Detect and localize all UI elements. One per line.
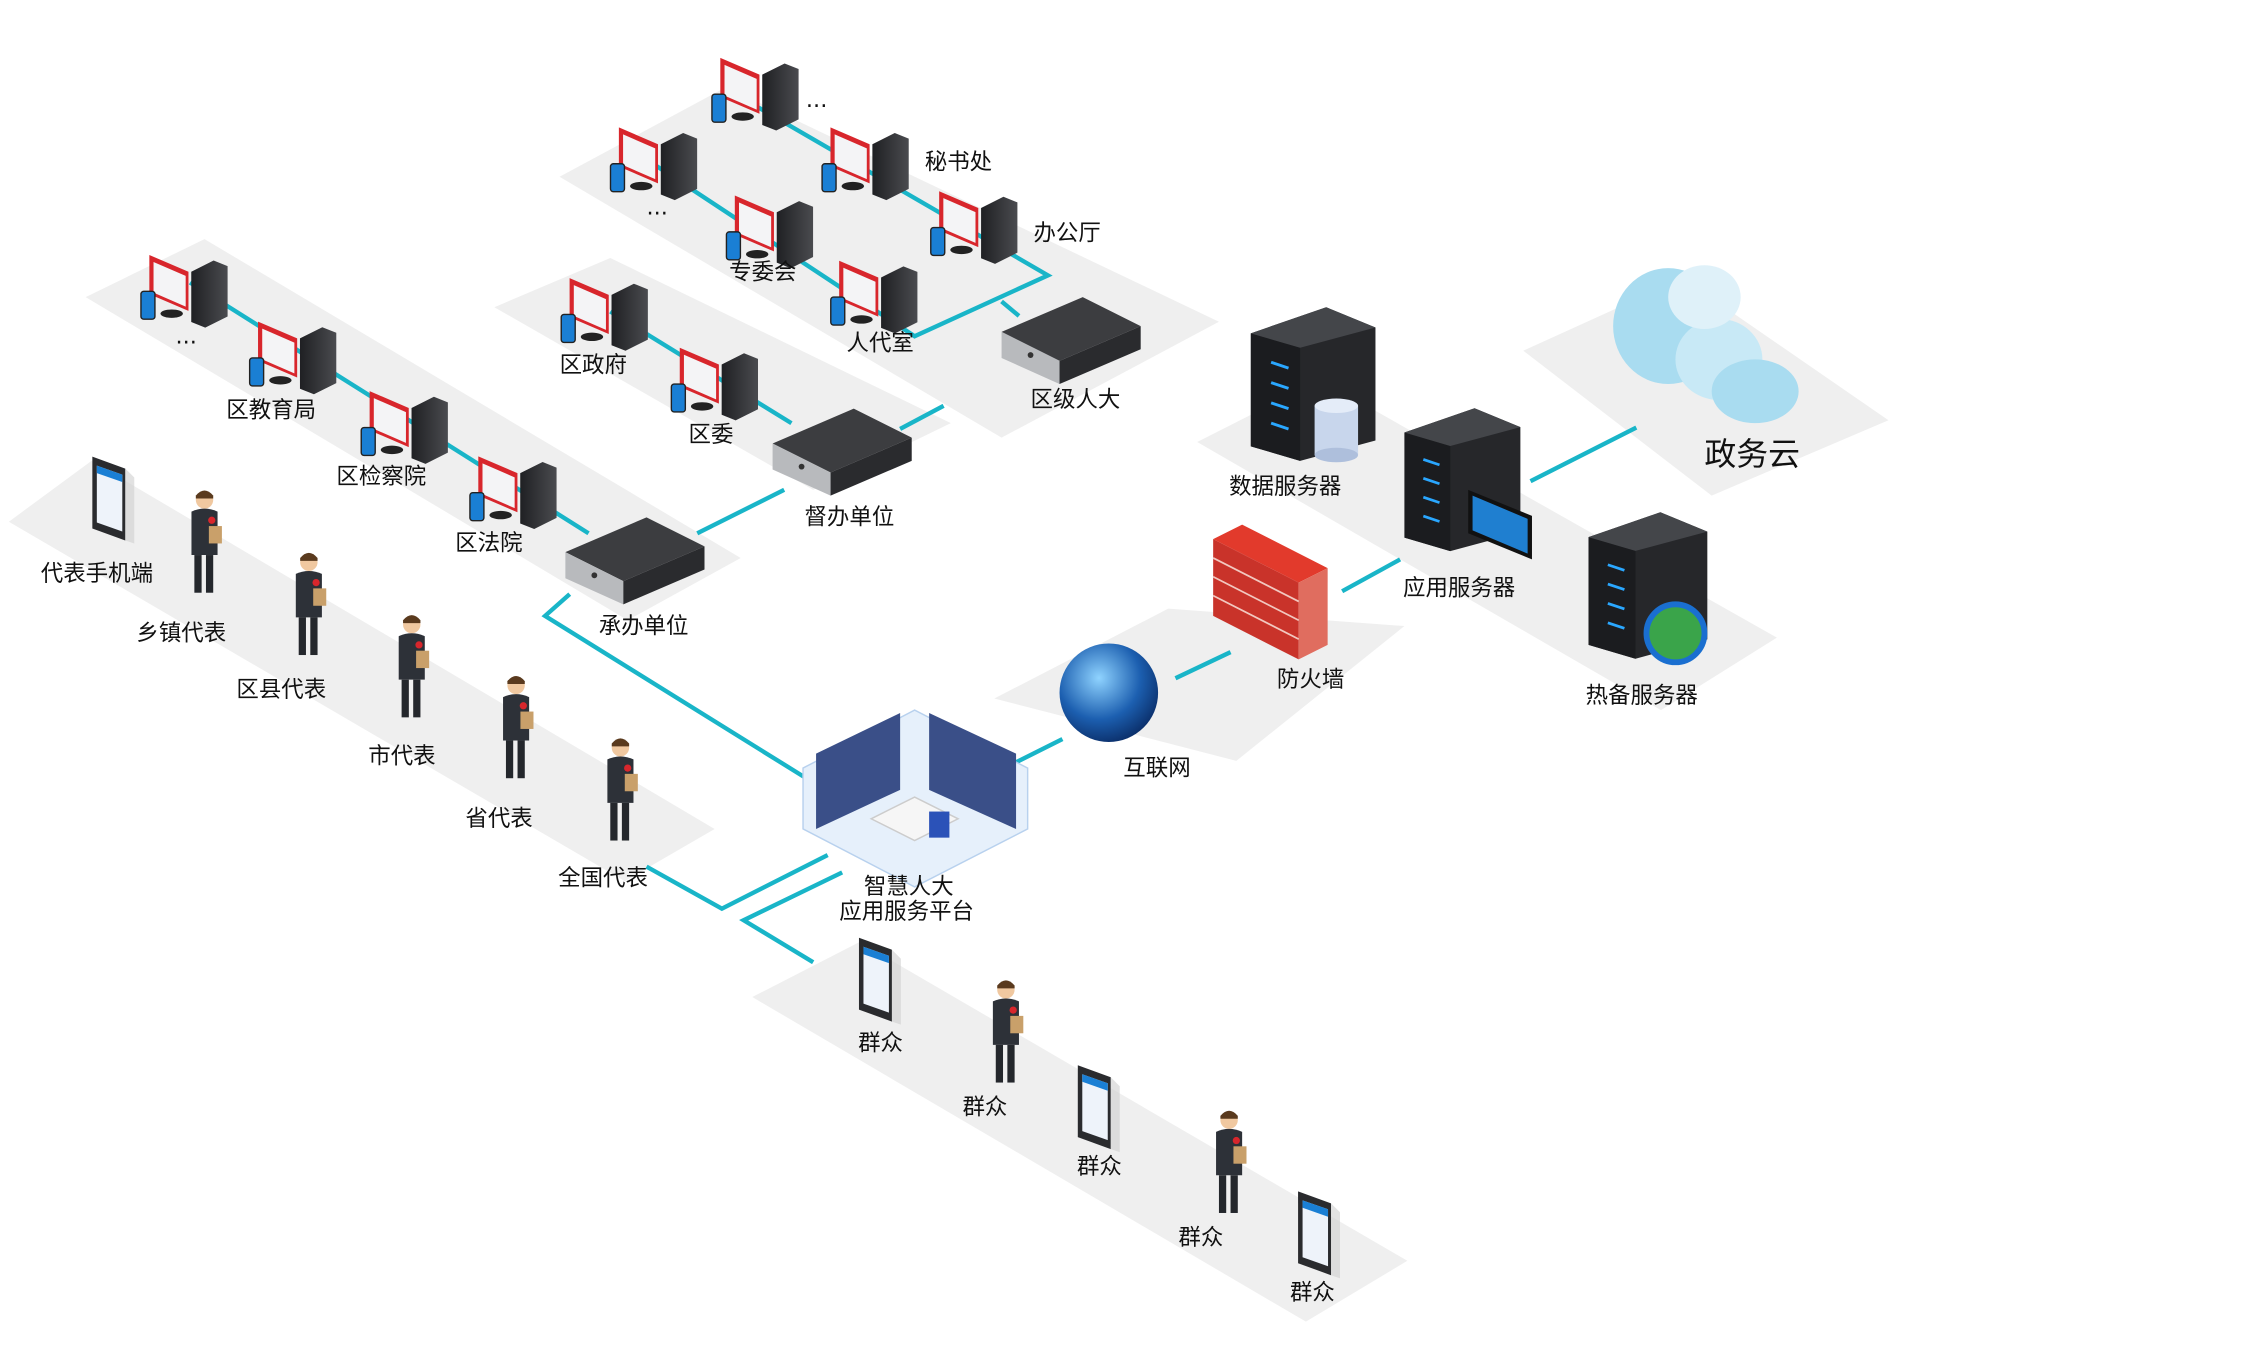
- label-province-rep: 省代表: [465, 806, 532, 832]
- label-top-ellipsis-1: ...: [806, 87, 827, 113]
- firewall-icon: [1212, 524, 1328, 660]
- label-data-server: 数据服务器: [1229, 474, 1341, 500]
- label-city-rep: 市代表: [368, 744, 435, 770]
- monitor-icon: [1468, 489, 1532, 560]
- label-gov-cloud: 政务云: [1704, 435, 1800, 473]
- label-representative-office: 人代室: [847, 331, 914, 357]
- label-district-npc: 区级人大: [1031, 387, 1121, 413]
- label-court: 区法院: [455, 531, 522, 557]
- mobile-phone-icon: [1077, 1065, 1120, 1153]
- cloud-icon: [1613, 265, 1799, 424]
- label-national-rep: 全国代表: [558, 865, 648, 891]
- internet-globe-icon: [1059, 643, 1159, 742]
- label-public: 群众: [962, 1094, 1007, 1120]
- label-app-server: 应用服务器: [1403, 576, 1515, 602]
- label-handling-unit: 承办单位: [599, 613, 689, 639]
- label-platform-line2: 应用服务平台: [839, 899, 974, 925]
- label-secretariat: 秘书处: [925, 150, 992, 176]
- labels: ... 秘书处 ... 办公厅 专委会 人代室 区级人大 区政府 区委 督办单位…: [41, 87, 1800, 1306]
- label-supervising-unit: 督办单位: [804, 505, 894, 531]
- label-rep-mobile: 代表手机端: [41, 561, 153, 587]
- label-top-ellipsis-2: ...: [647, 194, 668, 220]
- platform-representatives: [8, 460, 715, 882]
- mobile-phone-icon: [1298, 1191, 1341, 1279]
- label-county-rep: 区县代表: [236, 677, 326, 703]
- label-left-ellipsis: ...: [176, 323, 197, 349]
- devices: [92, 57, 1799, 1279]
- label-public: 群众: [1077, 1154, 1122, 1180]
- label-public: 群众: [1178, 1225, 1223, 1251]
- label-internet: 互联网: [1123, 755, 1190, 781]
- mobile-phone-icon: [858, 937, 901, 1025]
- data-center-platform-icon: [802, 709, 1029, 888]
- globe-small-icon: [1643, 601, 1708, 666]
- label-platform-line1: 智慧人大: [864, 874, 954, 900]
- database-cylinder-icon: [1314, 398, 1359, 463]
- label-firewall: 防火墙: [1277, 667, 1344, 693]
- label-education-bureau: 区教育局: [226, 397, 316, 423]
- label-procuratorate: 区检察院: [336, 464, 426, 490]
- label-general-office: 办公厅: [1033, 221, 1100, 247]
- label-public: 群众: [858, 1031, 903, 1057]
- label-district-government: 区政府: [560, 352, 627, 378]
- label-public: 群众: [1290, 1280, 1335, 1306]
- label-standby-server: 热备服务器: [1586, 683, 1698, 709]
- label-special-committee: 专委会: [729, 260, 796, 286]
- label-township-rep: 乡镇代表: [136, 621, 226, 647]
- label-district-committee: 区委: [689, 422, 734, 448]
- mobile-phone-icon: [92, 456, 135, 544]
